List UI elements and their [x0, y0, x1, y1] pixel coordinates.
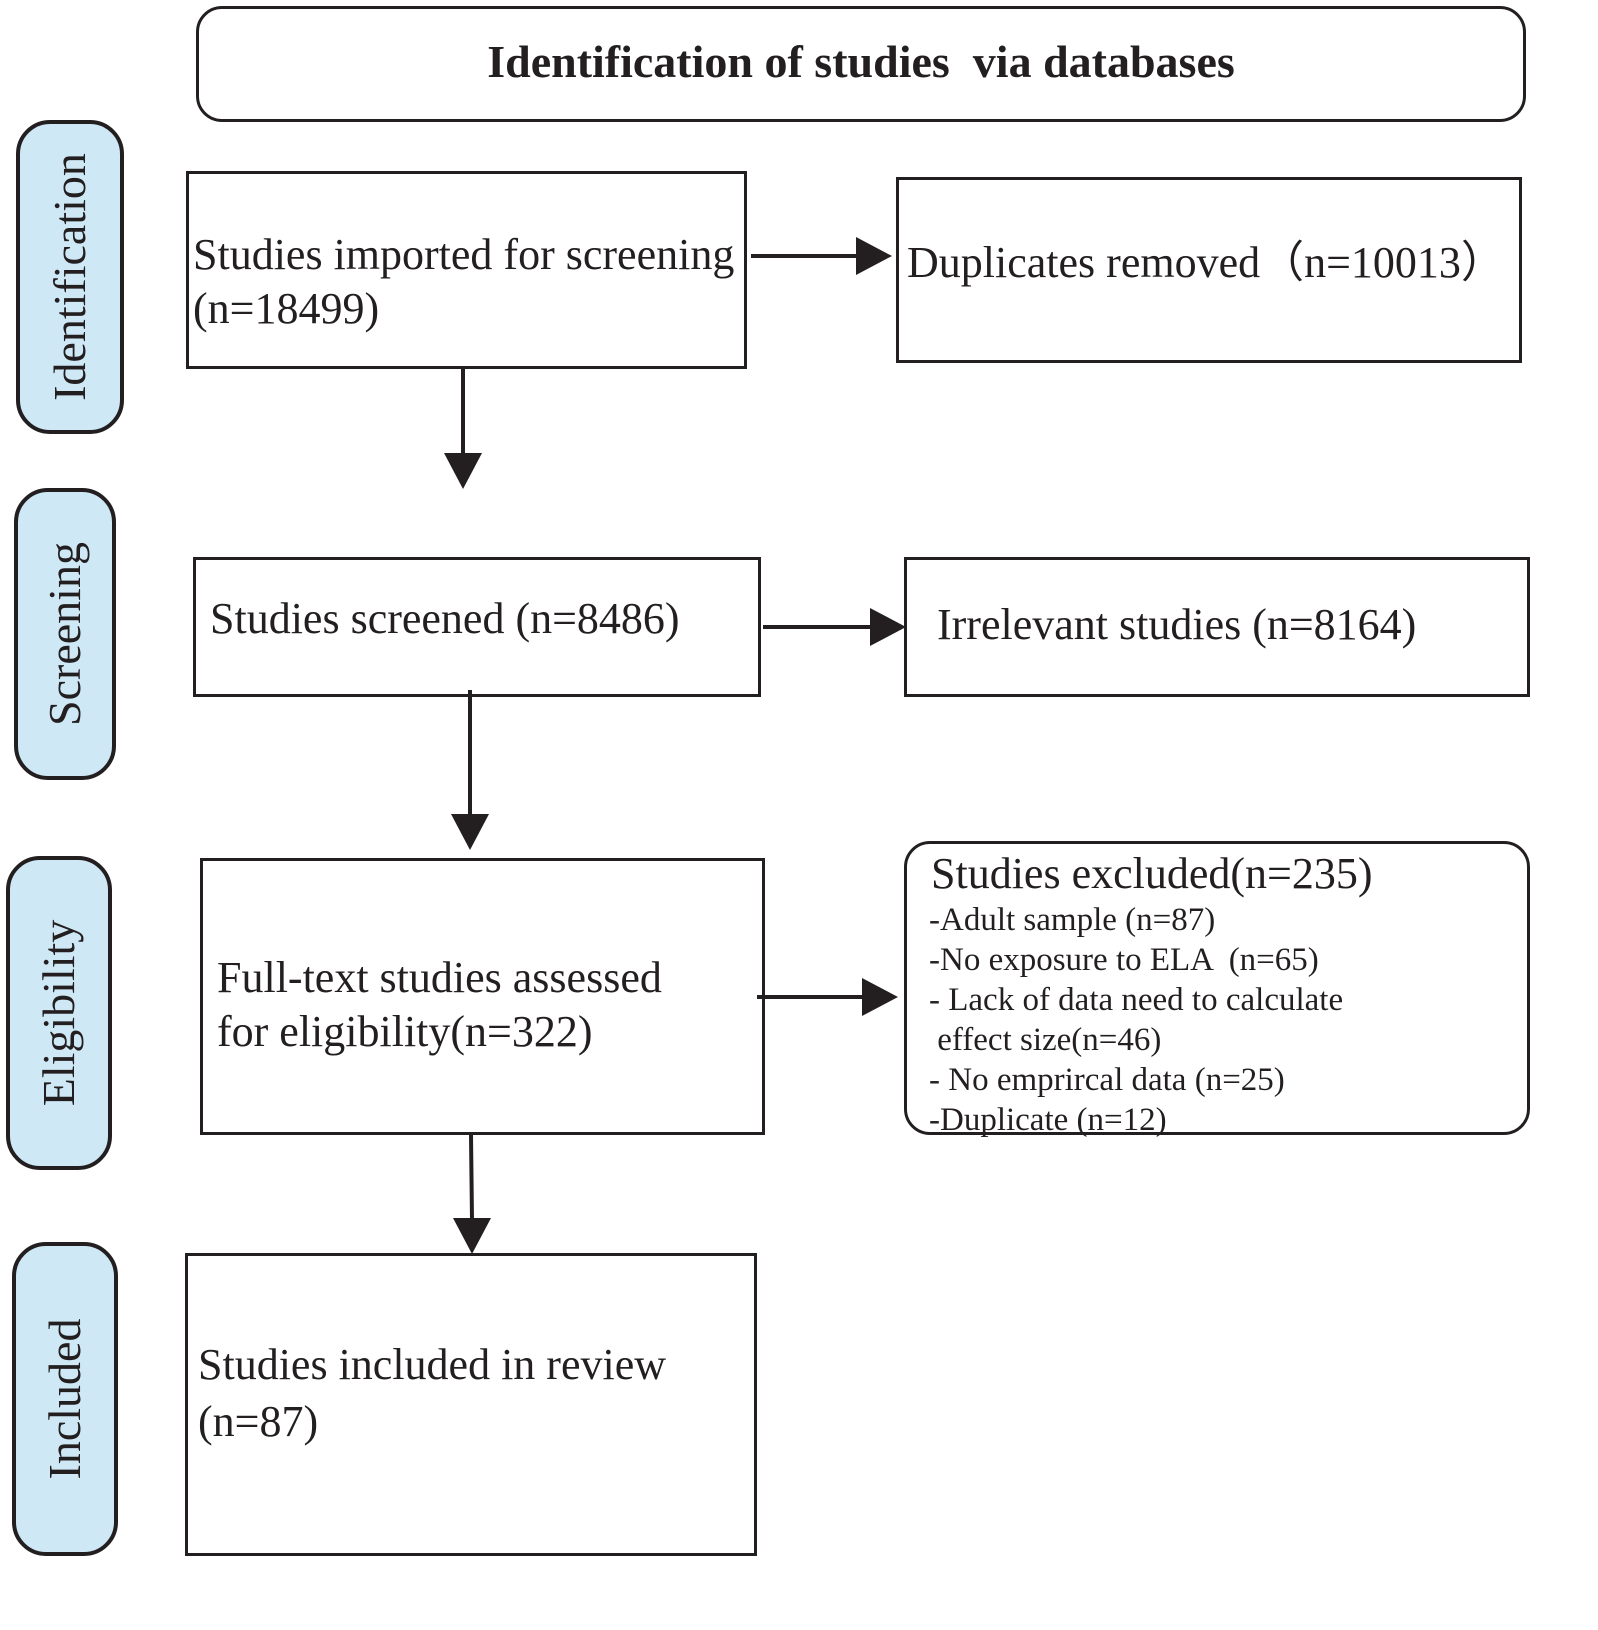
stage-screening: Screening	[14, 488, 116, 780]
exclusion-reason: -No exposure to ELA (n=65)	[929, 942, 1319, 978]
exclusion-reasons-list: -Adult sample (n=87) -No exposure to ELA…	[929, 900, 1343, 1140]
studies-screened-text: Studies screened (n=8486)	[210, 594, 680, 643]
header-box: Identification of studies via databases	[196, 6, 1526, 122]
arrowhead	[451, 814, 489, 850]
duplicates-removed-text: Duplicates removed（n=10013）	[907, 238, 1505, 287]
exclusion-reason: - No emprircal data (n=25)	[929, 1062, 1285, 1098]
arrow-fulltext-to-included	[469, 1134, 474, 1221]
arrowhead	[870, 608, 906, 646]
exclusion-reason: -Adult sample (n=87)	[929, 902, 1216, 938]
duplicates-removed-box: Duplicates removed（n=10013）	[896, 177, 1522, 363]
studies-imported-box: Studies imported for screening (n=18499)	[186, 171, 747, 369]
irrelevant-studies-box: Irrelevant studies (n=8164)	[904, 557, 1530, 697]
studies-included-box: Studies included in review (n=87)	[185, 1253, 757, 1556]
studies-imported-text: Studies imported for screening (n=18499)	[193, 230, 735, 333]
exclusion-reason: - Lack of data need to calculate	[929, 982, 1344, 1018]
full-text-assessed-box: Full-text studies assessed for eligibili…	[200, 858, 765, 1135]
full-text-assessed-text: Full-text studies assessed for eligibili…	[217, 953, 662, 1056]
arrowhead	[856, 237, 892, 275]
irrelevant-studies-text: Irrelevant studies (n=8164)	[937, 600, 1417, 649]
arrowhead	[453, 1218, 491, 1254]
studies-excluded-title: Studies excluded(n=235)	[931, 849, 1373, 898]
diagram-title: Identification of studies via databases	[487, 36, 1235, 87]
studies-excluded-box: Studies excluded(n=235) -Adult sample (n…	[904, 841, 1530, 1138]
studies-included-text: Studies included in review (n=87)	[198, 1340, 667, 1447]
stage-eligibility: Eligibility	[6, 856, 112, 1170]
exclusion-reason: effect size(n=46)	[929, 1022, 1162, 1058]
exclusion-reason: -Duplicate (n=12)	[929, 1102, 1167, 1138]
stage-identification: Identification	[16, 120, 124, 434]
arrowhead	[862, 978, 898, 1016]
studies-screened-box: Studies screened (n=8486)	[193, 557, 761, 697]
arrowhead	[444, 453, 482, 489]
stage-included: Included	[12, 1242, 118, 1556]
